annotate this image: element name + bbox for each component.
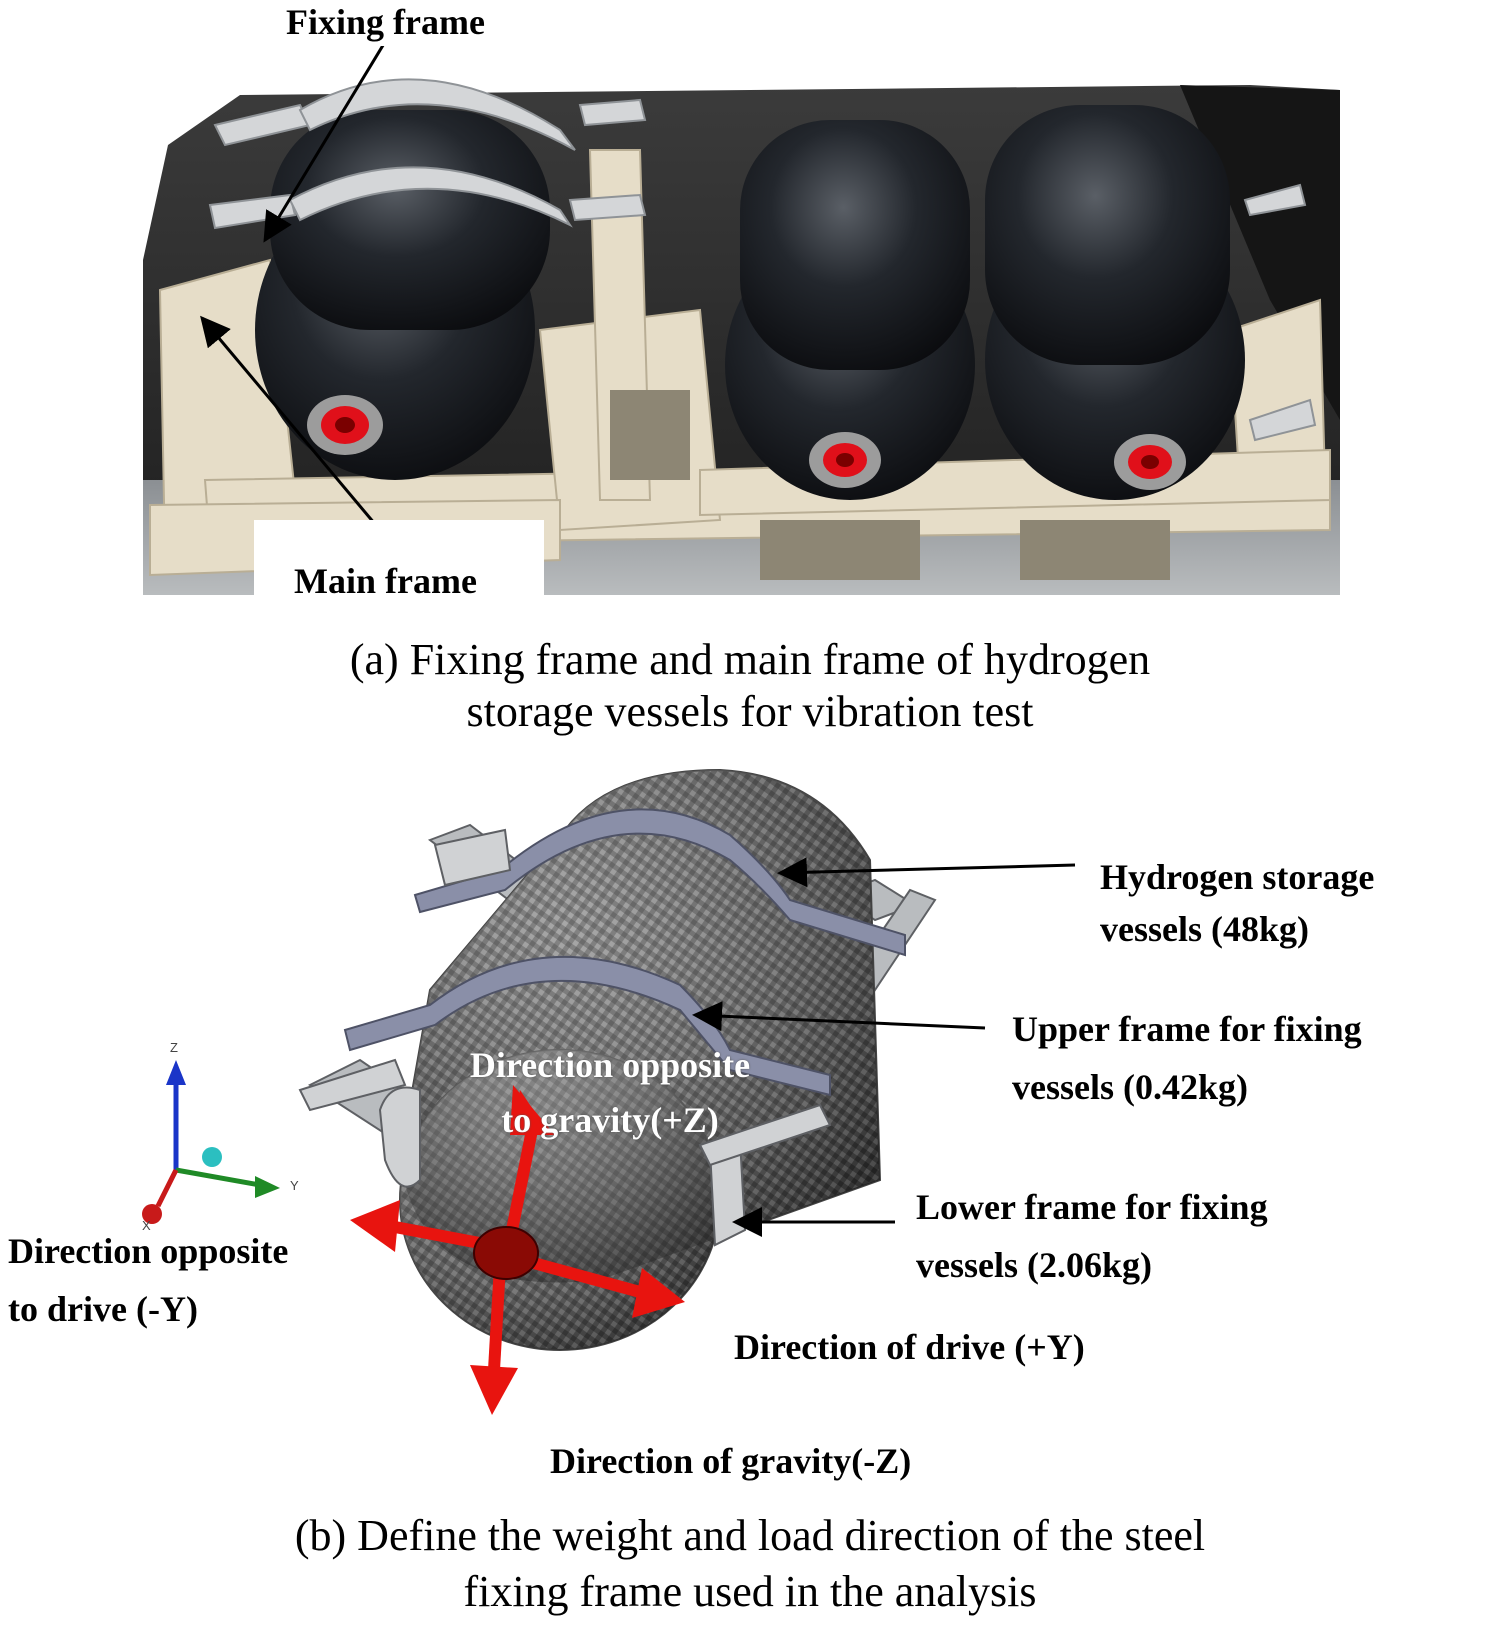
- gravity-direction-label: Direction of gravity(-Z): [550, 1441, 912, 1481]
- upper-frame-label-line2: vessels (0.42kg): [1012, 1067, 1248, 1107]
- axis-y-label: Y: [290, 1178, 299, 1193]
- caption-a-line1: (a) Fixing frame and main frame of hydro…: [349, 635, 1151, 684]
- opposite-drive-label-line2: to drive (-Y): [8, 1289, 198, 1329]
- main-frame-label: Main frame: [294, 561, 477, 601]
- fixing-frame-leader: [263, 41, 387, 243]
- load-origin-marker: [473, 1226, 539, 1280]
- vessels-label-line2: vessels (48kg): [1100, 909, 1309, 949]
- caption-b-line1: (b) Define the weight and load direction…: [294, 1511, 1206, 1560]
- opposite-drive-label-line1: Direction opposite: [8, 1231, 289, 1271]
- opposite-gravity-label-line1: Direction opposite: [469, 1045, 751, 1085]
- opposite-gravity-label-line2: to gravity(+Z): [501, 1100, 719, 1140]
- axis-z-label: Z: [170, 1040, 178, 1055]
- main-frame-leader: [200, 315, 382, 531]
- fixing-frame-label-bg: [278, 0, 534, 46]
- drive-direction-label: Direction of drive (+Y): [734, 1327, 1085, 1367]
- axis-x-label: X: [142, 1218, 151, 1233]
- fixing-frame-label: Fixing frame: [286, 2, 485, 42]
- caption-a-line2: storage vessels for vibration test: [466, 687, 1034, 736]
- coordinate-triad: [142, 1060, 280, 1224]
- caption-b-line2: fixing frame used in the analysis: [463, 1567, 1037, 1616]
- cad-vessel: [398, 768, 882, 1351]
- upper-frame-label-line1: Upper frame for fixing: [1012, 1009, 1362, 1049]
- lower-frame-label-line2: vessels (2.06kg): [916, 1245, 1152, 1285]
- fixing-frame: [208, 78, 1317, 442]
- vessel-right: [985, 105, 1245, 500]
- cad-illustration: [298, 768, 1076, 1415]
- vessel-left: [255, 110, 550, 480]
- main-frame-label-bg: [254, 520, 544, 596]
- vessel-middle: [725, 120, 975, 500]
- vessels-label-line1: Hydrogen storage: [1100, 857, 1375, 897]
- lower-frame-label-line1: Lower frame for fixing: [916, 1187, 1268, 1227]
- load-arrows: [350, 1085, 685, 1415]
